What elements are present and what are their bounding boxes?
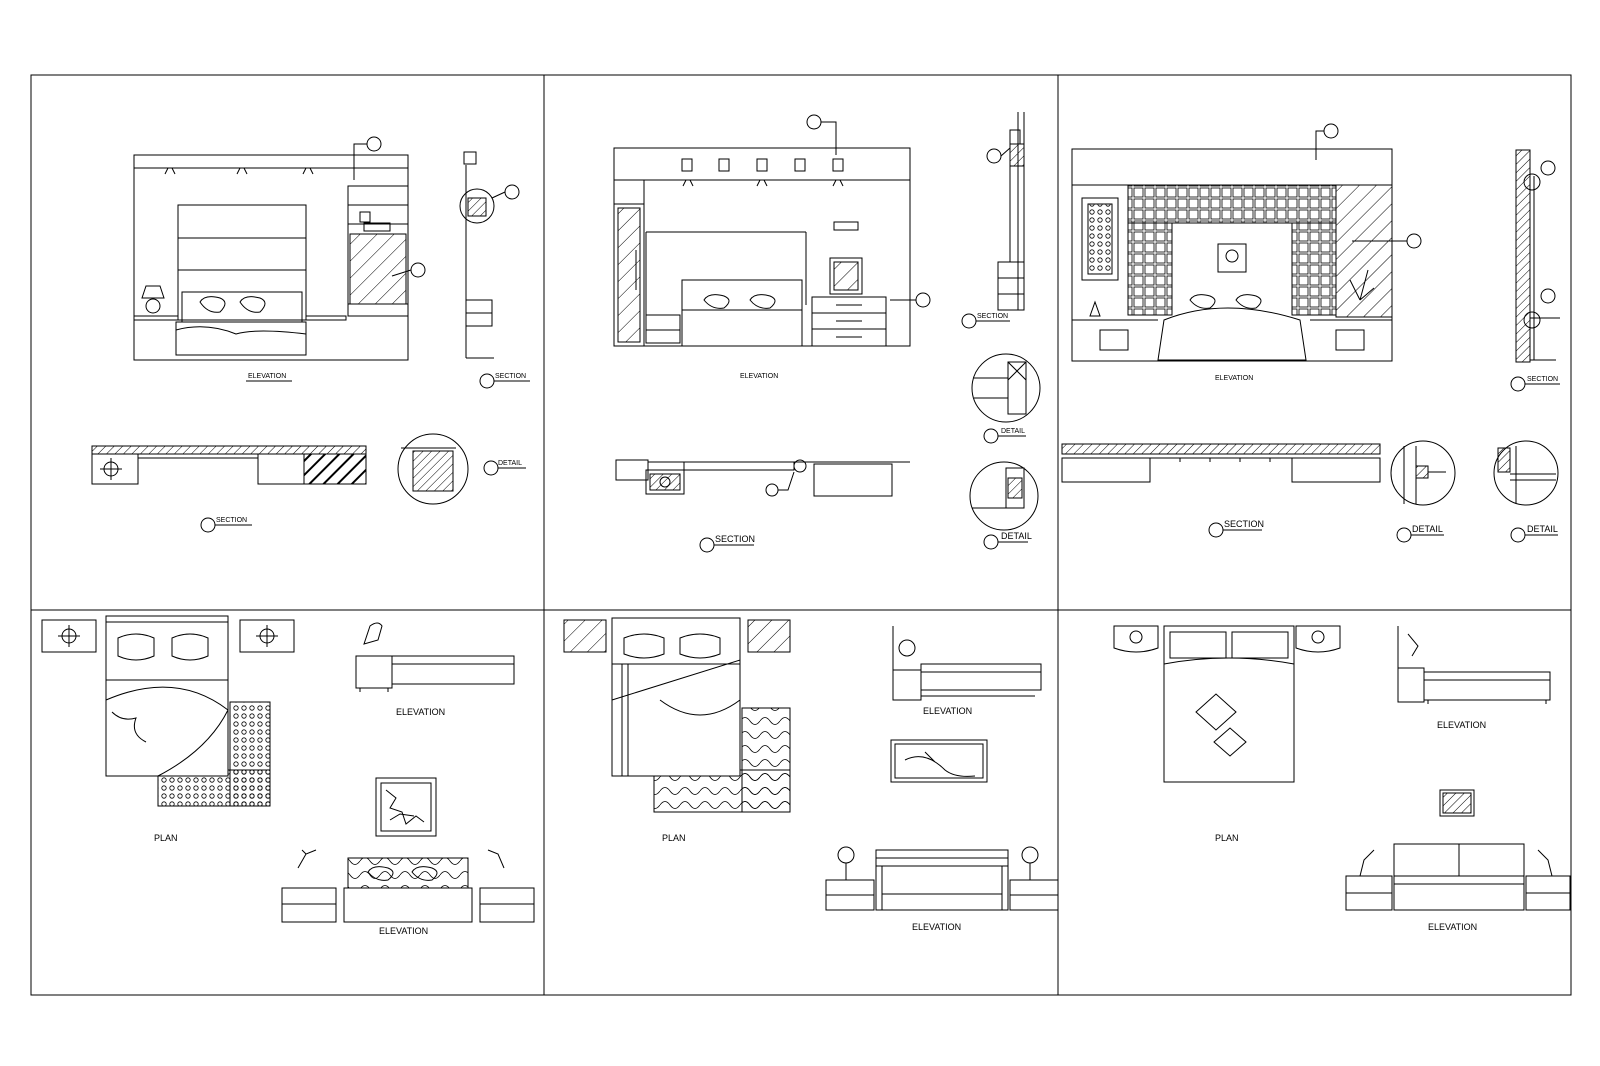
panel-5: PLAN ELEVATION ELEVATION [563,617,1059,932]
panel-4: PLAN ELEVATION ELEVATION [41,615,535,936]
sheet-frame [30,74,1572,996]
plan-label: PLAN [154,833,178,843]
elevation-label: ELEVATION [740,373,778,380]
elevation-label: ELEVATION [1437,720,1486,730]
section-label: SECTION [216,517,247,524]
plan-section-drawing [91,445,367,485]
section-label: SECTION [715,534,755,544]
elevation-drawing [613,147,911,347]
callout-markers [806,114,931,308]
callout-markers [1315,123,1422,249]
elevation-label: ELEVATION [912,922,961,932]
elevation-label: ELEVATION [1215,375,1253,382]
wall-artwork [890,739,988,783]
section-label: SECTION [1224,519,1264,529]
elevation-drawing [133,154,409,361]
wall-artwork [1439,789,1475,817]
elevation-label: ELEVATION [1428,922,1477,932]
bed-front-elevation [281,849,535,923]
plan-label: PLAN [662,833,686,843]
bed-front-elevation [825,846,1059,911]
detail-label: DETAIL [1001,428,1025,435]
section-label: SECTION [1527,376,1558,383]
reference-circles [200,373,530,533]
elevation-label: ELEVATION [379,926,428,936]
section-label: SECTION [495,373,526,380]
bed-plan-drawing [41,615,295,807]
detail-drawing [969,353,1041,531]
bed-side-elevation [355,622,515,692]
detail-label: DETAIL [498,460,522,467]
elevation-label: ELEVATION [396,707,445,717]
section-drawing [986,112,1025,311]
bed-plan-drawing [563,617,791,813]
panel-6: PLAN ELEVATION ELEVATION [1113,625,1571,932]
wall-artwork [375,777,437,837]
callout-markers [353,136,426,278]
section-label: SECTION [977,313,1008,320]
detail-label: DETAIL [1001,531,1032,541]
plan-section-drawing [615,459,910,497]
elevation-label: ELEVATION [923,706,972,716]
panel-3: ELEVATION SECTION SECTION DETAIL DETAIL [1061,123,1560,543]
panel-1: ELEVATION SECTION DETAIL SECTION [91,136,530,533]
bed-plan-drawing [1113,625,1341,783]
reference-circles [699,313,1028,553]
detail-label: DETAIL [1412,524,1443,534]
bed-side-elevation [892,626,1042,701]
section-drawing [1515,149,1560,363]
bed-front-elevation [1345,843,1571,911]
plan-label: PLAN [1215,833,1239,843]
elevation-label: ELEVATION [248,373,286,380]
section-drawing [459,151,520,359]
reference-circles [1208,376,1560,543]
detail-drawing [1390,440,1559,506]
elevation-drawing [1071,148,1393,362]
plan-section-drawing [1061,443,1381,483]
detail-label: DETAIL [1527,524,1558,534]
bed-side-elevation [1397,626,1551,704]
panel-2: ELEVATION SECTION DETAIL DETAIL SECTION [613,112,1041,553]
detail-drawing [397,433,469,505]
